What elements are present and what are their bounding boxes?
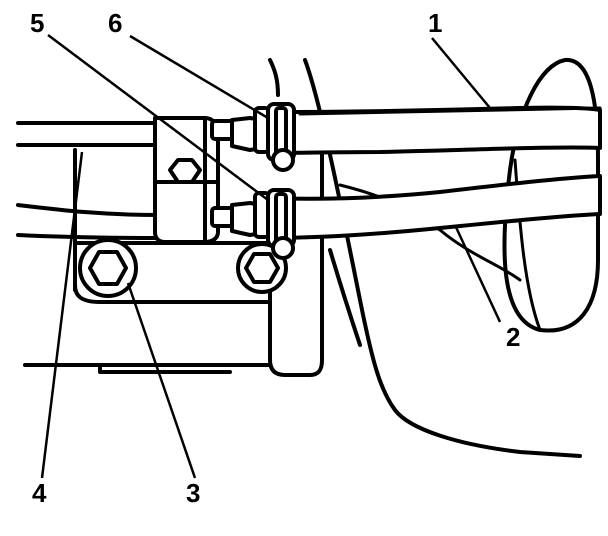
callout-1: 1 xyxy=(428,8,442,38)
upper-fitting xyxy=(210,106,271,154)
callout-labels: 1 2 3 4 5 6 xyxy=(30,8,520,508)
callout-2: 2 xyxy=(506,322,520,352)
leader-3 xyxy=(126,282,197,479)
line-2 xyxy=(266,174,602,240)
callout-5: 5 xyxy=(30,8,44,38)
clip-6 xyxy=(266,102,296,172)
leader-6 xyxy=(129,34,269,120)
left-rails xyxy=(16,121,272,374)
bolt-3 xyxy=(78,238,138,298)
leader-4 xyxy=(40,151,84,479)
line-1 xyxy=(266,105,602,155)
leader-2 xyxy=(453,224,502,323)
bolt-right xyxy=(236,242,288,294)
clamp-block xyxy=(153,116,220,244)
callout-6: 6 xyxy=(108,8,122,38)
hex-head-icon xyxy=(88,250,128,286)
lower-fitting xyxy=(210,191,271,239)
leader-5 xyxy=(47,34,269,201)
hex-head-icon xyxy=(244,252,280,284)
leader-lines xyxy=(40,34,502,479)
leader-1 xyxy=(431,37,491,109)
clamp-hex-bolt-icon xyxy=(168,158,202,184)
callout-4: 4 xyxy=(32,478,47,508)
clip-5 xyxy=(266,188,296,260)
callout-3: 3 xyxy=(186,478,200,508)
